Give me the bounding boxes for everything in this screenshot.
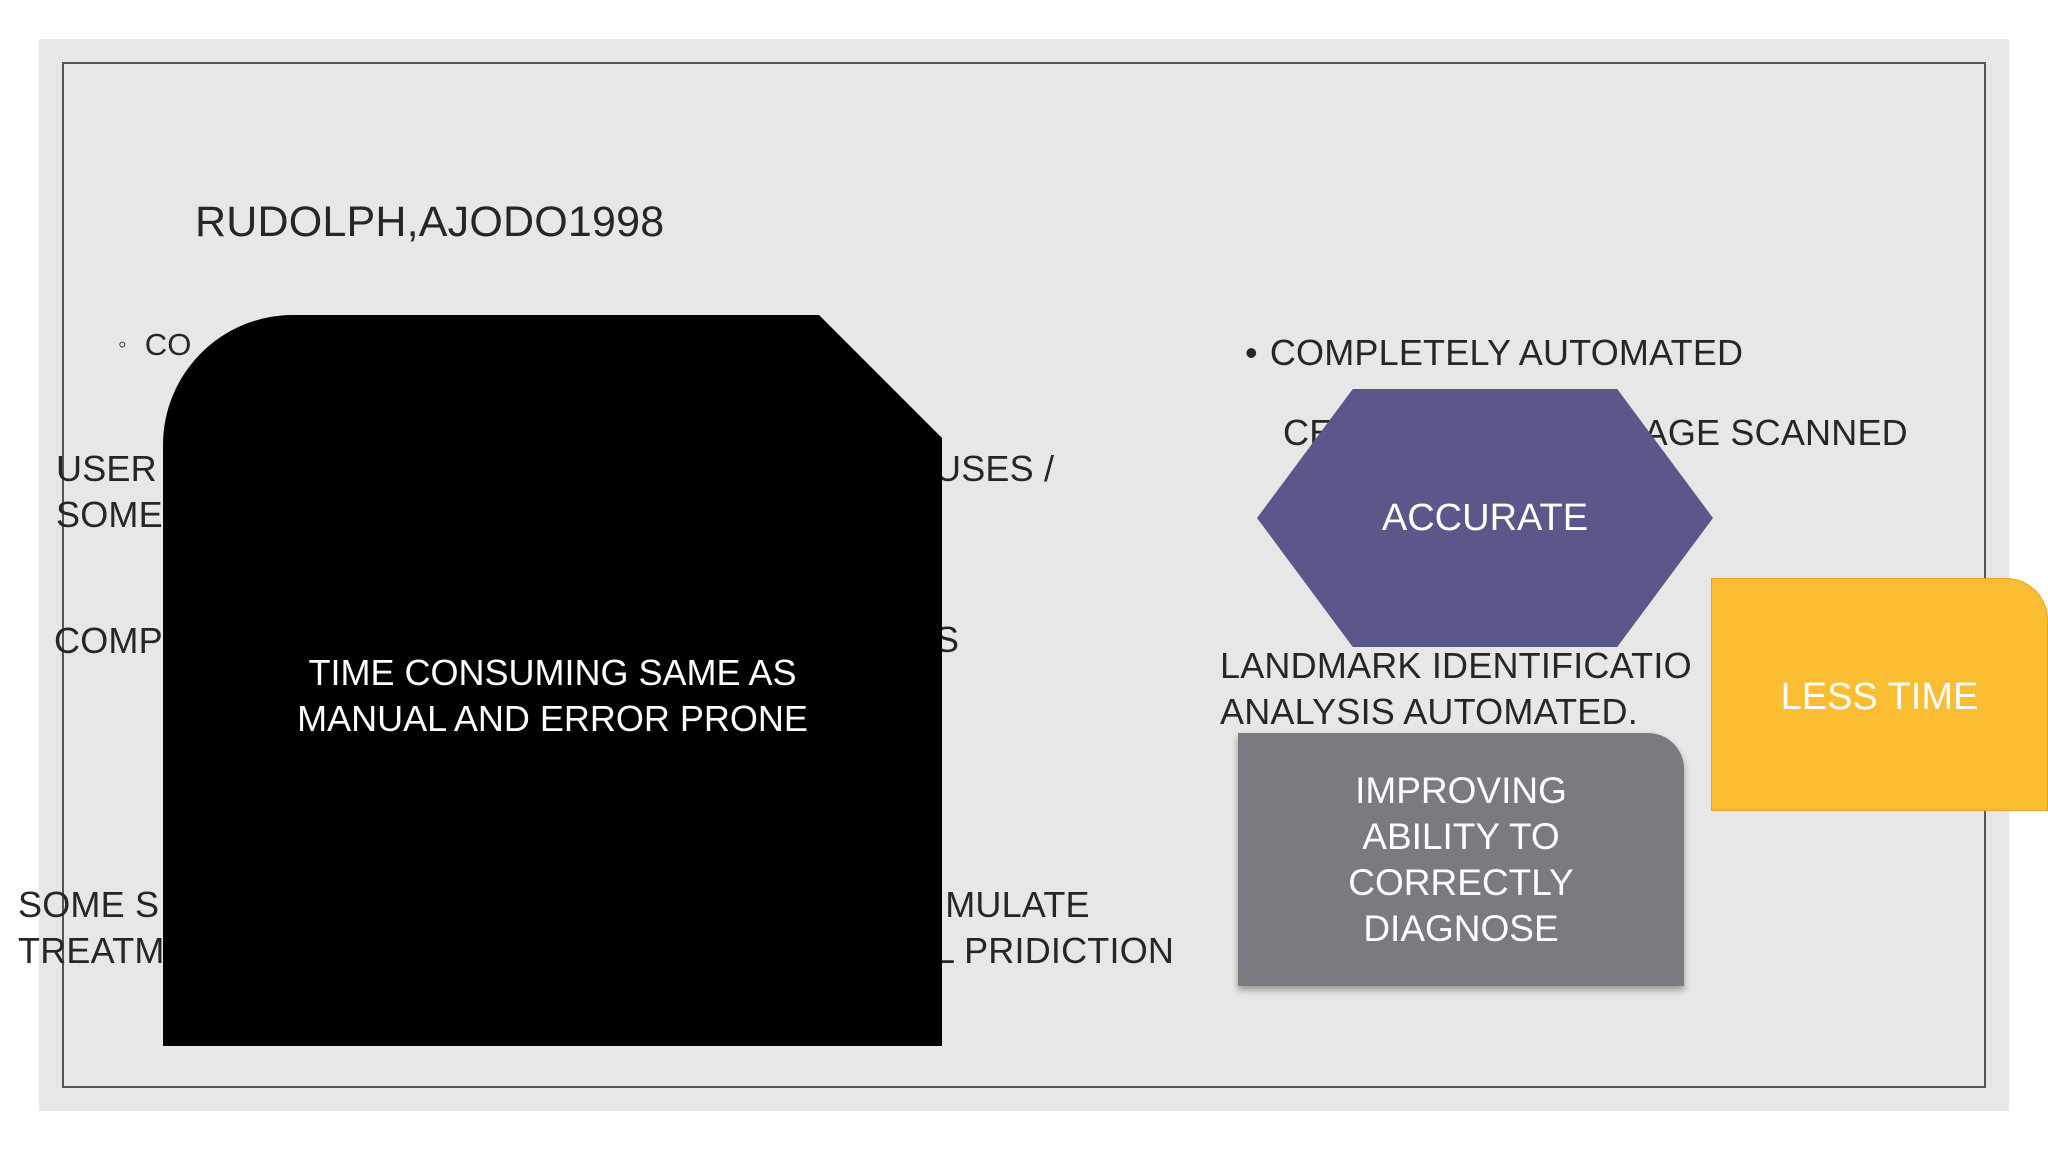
gray-rounded-box: IMPROVING ABILITY TO CORRECTLY DIAGNOSE [1238,733,1684,986]
right-line-3: LANDMARK IDENTIFICATIO ANALYSIS AUTOMATE… [1220,643,1692,735]
left-bullet: ◦ CO [118,325,192,365]
left-text-line: SOME S [18,884,160,925]
left-text-line: USER [56,448,157,489]
gray-box-label: IMPROVING ABILITY TO CORRECTLY DIAGNOSE [1348,770,1574,949]
left-text-line: SOME [56,494,163,535]
right-text-line: ANALYSIS AUTOMATED. [1220,691,1638,732]
left-text-block-1: USER SOME [56,446,163,538]
left-text-block-2: COMP [54,620,163,661]
right-heading: • COMPLETELY AUTOMATED [1245,330,1743,376]
slide-frame [62,62,1986,1088]
bullet-marker: • [1245,332,1258,373]
slide-title: RUDOLPH,AJODO1998 [195,198,665,246]
left-bullet-text: CO [144,327,192,362]
right-text-line: LANDMARK IDENTIFICATIO [1220,645,1692,686]
right-line-2-right: MAGE SCANNED [1613,412,1908,453]
yellow-rounded-box: LESS TIME [1711,578,2048,811]
yellow-box-label: LESS TIME [1780,676,1979,718]
bullet-marker: ◦ [118,331,127,358]
hexagon-label: ACCURATE [1381,497,1589,539]
left-text-line: TREATM [18,930,165,971]
black-box-label: TIME CONSUMING SAME AS MANUAL AND ERROR … [297,652,808,739]
mid-text-line: L PRIDICTION [935,930,1175,971]
left-text-block-3: SOME S TREATM [18,882,165,974]
hexagon-shape: ACCURATE [1257,389,1713,647]
mid-text-fragment-1: USES / [935,448,1055,489]
mid-text-fragment-3: IMULATE L PRIDICTION [935,882,1174,974]
mid-text-line: IMULATE [935,884,1090,925]
right-heading-text: COMPLETELY AUTOMATED [1269,332,1744,373]
black-snip-round-box: TIME CONSUMING SAME AS MANUAL AND ERROR … [163,315,942,1046]
